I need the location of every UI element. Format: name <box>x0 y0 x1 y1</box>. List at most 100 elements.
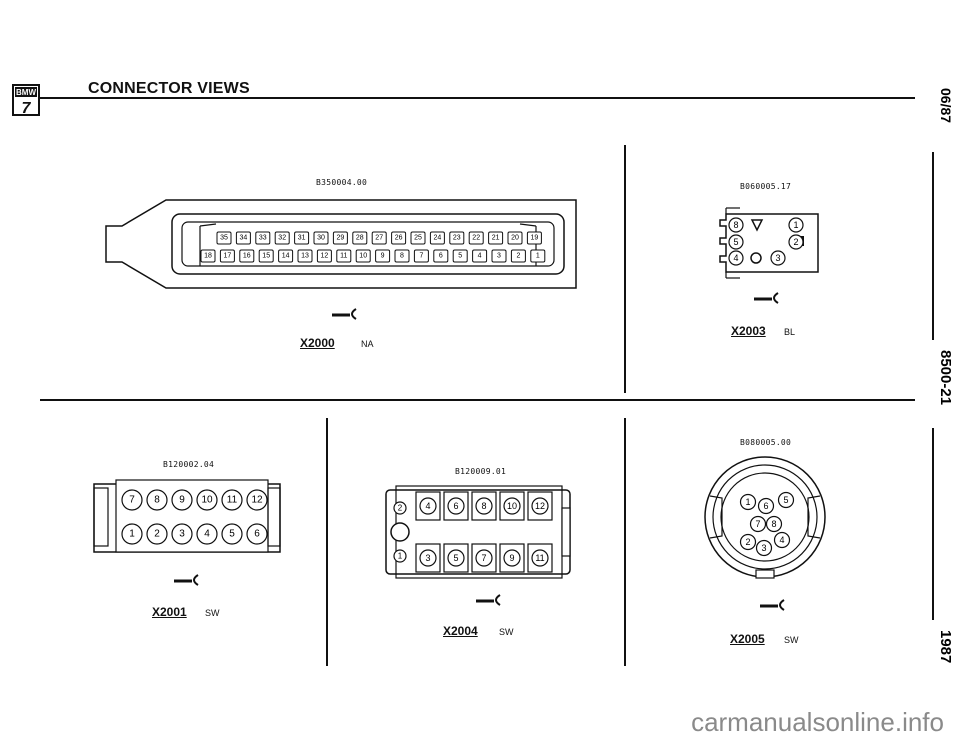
pin-number: 19 <box>531 235 539 242</box>
pin-socket <box>728 217 744 233</box>
pin-number: 3 <box>775 253 780 263</box>
pin-number: 3 <box>425 553 430 563</box>
pin-number: 1 <box>536 253 540 260</box>
pin-socket <box>200 249 216 263</box>
sidebar-date: 06/87 <box>938 88 954 123</box>
pin-socket <box>739 493 757 511</box>
pin-number: 1 <box>793 220 798 230</box>
pin-socket <box>375 249 391 263</box>
pin-socket <box>235 231 251 245</box>
pin-socket <box>510 249 526 263</box>
plug-direction-icon <box>332 308 357 320</box>
pin-socket <box>297 249 313 263</box>
plug-direction-icon <box>174 574 199 586</box>
header-rule <box>40 97 915 99</box>
pin-socket <box>472 249 488 263</box>
pin-socket <box>739 533 757 551</box>
pin-number: 7 <box>419 253 423 260</box>
page-sidebar: 06/87 8500-21 1987 <box>932 88 954 663</box>
pin-socket <box>216 231 232 245</box>
pin-socket <box>447 549 465 567</box>
pin-socket <box>788 234 804 250</box>
pin-socket <box>475 497 493 515</box>
pin-socket <box>246 523 268 545</box>
pin-number: 4 <box>425 501 430 511</box>
pin-number: 2 <box>516 253 520 260</box>
pin-number: 5 <box>458 253 462 260</box>
pin-number: 6 <box>763 501 768 511</box>
pin-socket <box>770 250 786 266</box>
sidebar-section: 8500-21 <box>937 350 954 405</box>
pin-number: 3 <box>179 529 185 540</box>
sidebar-year: 1987 <box>937 630 954 663</box>
pin-socket <box>447 497 465 515</box>
pin-number: 11 <box>535 553 544 563</box>
pin-number: 20 <box>511 235 519 242</box>
pin-number: 7 <box>755 519 760 529</box>
pin-number: 27 <box>375 235 383 242</box>
pin-socket <box>121 523 143 545</box>
wire-color: SW <box>784 635 799 645</box>
wire-color: NA <box>361 339 374 349</box>
pin-socket <box>475 549 493 567</box>
pin-socket <box>258 249 274 263</box>
wire-color: SW <box>205 608 220 618</box>
pin-socket <box>171 489 193 511</box>
logo-text: BMW <box>16 88 36 97</box>
pin-socket <box>221 489 243 511</box>
pin-number: 10 <box>359 253 367 260</box>
bmw-7-logo-icon: BMW 7 <box>12 84 40 116</box>
pin-socket <box>788 217 804 233</box>
pin-socket <box>531 497 549 515</box>
pin-number: 12 <box>535 501 545 511</box>
pin-number: 3 <box>761 543 766 553</box>
pin-socket <box>526 231 542 245</box>
pin-number: 13 <box>301 253 309 260</box>
pin-number: 25 <box>414 235 422 242</box>
pin-socket <box>433 249 449 263</box>
pin-socket <box>765 515 783 533</box>
pin-socket <box>755 539 773 557</box>
bottom-right-divider <box>624 418 626 666</box>
pin-socket <box>171 523 193 545</box>
pin-socket <box>316 249 332 263</box>
pin-number: 5 <box>783 495 788 505</box>
pin-number: 14 <box>282 253 290 260</box>
pin-socket <box>777 491 795 509</box>
pin-number: 1 <box>398 552 403 561</box>
pin-socket <box>278 249 294 263</box>
top-column-divider <box>624 145 626 393</box>
connector-label: X2005 <box>730 632 765 646</box>
watermark: carmanualsonline.info <box>691 707 944 737</box>
pin-number: 9 <box>381 253 385 260</box>
pin-socket <box>419 549 437 567</box>
pin-socket <box>146 489 168 511</box>
connector-label: X2003 <box>731 324 766 338</box>
pin-number: 16 <box>243 253 251 260</box>
pin-number: 5 <box>453 553 458 563</box>
pin-socket <box>413 249 429 263</box>
pin-socket <box>355 249 371 263</box>
pin-socket <box>332 231 348 245</box>
pin-number: 7 <box>129 495 135 506</box>
pin-number: 8 <box>733 220 738 230</box>
pin-number: 28 <box>356 235 364 242</box>
pin-socket <box>394 249 410 263</box>
pin-number: 26 <box>395 235 403 242</box>
pin-number: 2 <box>398 504 403 513</box>
pin-number: 4 <box>478 253 482 260</box>
pin-socket <box>196 489 218 511</box>
pin-socket <box>728 250 744 266</box>
connector-code: B350004.00 <box>316 178 368 187</box>
pin-number: 31 <box>298 235 306 242</box>
plug-direction-icon <box>476 594 501 606</box>
pin-number: 4 <box>779 535 784 545</box>
pin-number: 1 <box>129 529 135 540</box>
pin-socket <box>429 231 445 245</box>
pin-number: 6 <box>453 501 458 511</box>
pin-socket <box>468 231 484 245</box>
pin-number: 18 <box>204 253 212 260</box>
pin-socket <box>294 231 310 245</box>
